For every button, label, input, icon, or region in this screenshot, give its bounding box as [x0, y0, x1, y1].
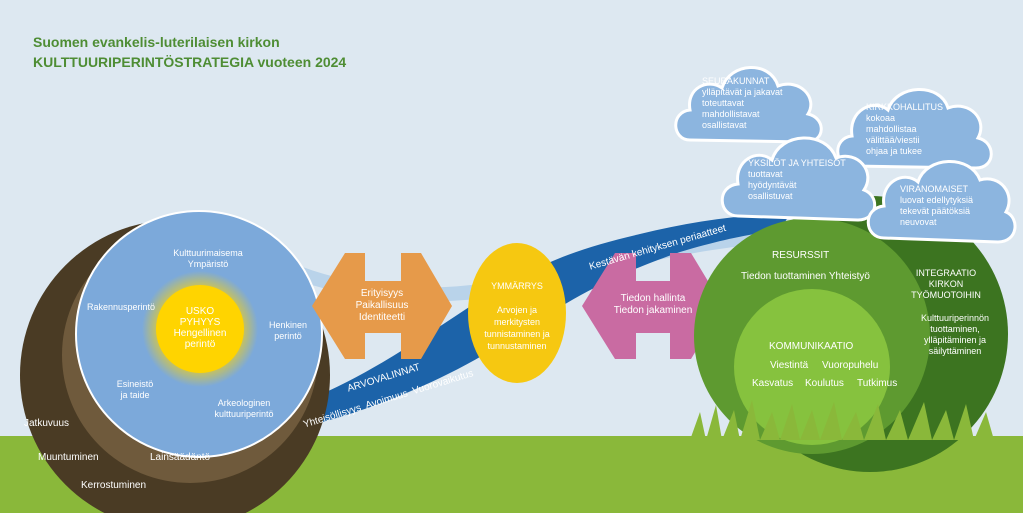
- label-lainsaadanto: Lainsäädäntö: [150, 452, 211, 463]
- resurssit-title: RESURSSIT: [772, 250, 830, 261]
- erityisyys-text: Erityisyys: [360, 288, 404, 299]
- kirkkohallitus-text: KIRKKOHALLITUS kokoaa mahdollistaa välit…: [866, 102, 943, 157]
- cloud-yksilot: [720, 136, 876, 222]
- label-henkinen-perinto: Henkinen perintö: [262, 320, 314, 342]
- cloud-seurakunnat: [674, 66, 823, 144]
- integraatio-line-1: INTEGRAATIO: [915, 268, 977, 278]
- arkeologinen-text: Arkeologinen: [217, 398, 271, 408]
- egg-line-2: merkitysten: [493, 317, 540, 327]
- green-hill-light: [734, 289, 890, 445]
- kirkkohallitus-line-1: kokoaa: [866, 113, 896, 123]
- sun-pyhyys: PYHYYS: [179, 317, 221, 328]
- henkinen-text: Henkinen: [268, 320, 308, 330]
- pink-arrow-text: Tiedon hallinta Tiedon jakaminen: [604, 293, 702, 317]
- seurakunnat-text: SEURAKUNNAT ylläpitävät ja jakavat toteu…: [702, 76, 783, 131]
- yksilot-title: YKSILÖT JA YHTEISÖT: [748, 158, 846, 168]
- label-kulttuurimaisema: Kulttuurimaisema Ympäristö: [160, 248, 256, 270]
- integraatio-line-5: tuottaminen,: [930, 324, 980, 334]
- seurakunnat-title: SEURAKUNNAT: [702, 76, 770, 86]
- integraatio-title: INTEGRAATIO KIRKON TYÖMUOTOIHIN: [906, 268, 986, 301]
- egg-line-4: tunnustaminen: [487, 341, 547, 351]
- egg-line-3: tunnistaminen ja: [484, 329, 550, 339]
- seurakunnat-line-1: ylläpitävät ja jakavat: [702, 87, 783, 97]
- kirkkohallitus-line-4: ohjaa ja tukee: [866, 146, 923, 156]
- viranomaiset-line-1: luovat edellytyksiä: [900, 195, 974, 205]
- integraatio-line-4: Kulttuuriperinnön: [920, 313, 990, 323]
- title-line-2: KULTTUURIPERINTÖSTRATEGIA vuoteen 2024: [33, 54, 347, 70]
- yksilot-line-2: hyödyntävät: [748, 180, 797, 190]
- yksilot-line-3: osallistuvat: [748, 191, 793, 201]
- label-rakennusperinto: Rakennusperintö: [87, 302, 156, 312]
- tiedon-jakaminen-text: Tiedon jakaminen: [613, 305, 693, 316]
- egg-title: YMMÄRRYS: [491, 281, 543, 291]
- kulttuuriperinto-text: kulttuuriperintö: [214, 409, 274, 419]
- label-kerrostuminen: Kerrostuminen: [81, 480, 147, 491]
- kulttuurimaisema-text: Kulttuurimaisema: [173, 248, 243, 258]
- identiteetti-text: Identiteetti: [358, 312, 406, 323]
- ymparisto-text: Ympäristö: [187, 259, 229, 269]
- integraatio-line-3: TYÖMUOTOIHIN: [911, 290, 981, 300]
- ja-taide-text: ja taide: [120, 390, 150, 400]
- seurakunnat-line-3: mahdollistavat: [702, 109, 760, 119]
- seurakunnat-line-4: osallistavat: [702, 120, 747, 130]
- esineisto-text: Esineistö: [116, 379, 154, 389]
- title-line-1: Suomen evankelis-luterilaisen kirkon: [33, 34, 280, 50]
- label-arkeologinen: Arkeologinen kulttuuriperintö: [206, 398, 282, 420]
- sun-hengellinen: Hengellinen: [173, 328, 227, 339]
- kirkkohallitus-line-3: välittää/viestii: [866, 135, 920, 145]
- understanding-egg: [468, 243, 566, 383]
- grass-tufts: [690, 400, 994, 440]
- sun-perinto: perintö: [184, 339, 216, 350]
- viranomaiset-text: VIRANOMAISET luovat edellytyksiä tekevät…: [900, 184, 973, 228]
- sun-usko: USKO: [185, 306, 215, 317]
- label-viestinta: Viestintä: [770, 360, 809, 371]
- paikallisuus-text: Paikallisuus: [355, 300, 409, 311]
- integraatio-text: Kulttuuriperinnön tuottaminen, ylläpitäm…: [912, 313, 998, 357]
- integraatio-line-2: KIRKON: [928, 279, 964, 289]
- perinto-text: perintö: [274, 331, 302, 341]
- sun-core: [156, 285, 244, 373]
- integraatio-line-6: ylläpitäminen ja: [923, 335, 987, 345]
- egg-text: YMMÄRRYS Arvojen ja merkitysten tunnista…: [476, 280, 558, 352]
- cloud-viranomaiset: [866, 160, 1017, 244]
- label-koulutus: Koulutus: [805, 378, 844, 389]
- label-jatkuvuus: Jatkuvuus: [24, 418, 70, 429]
- viranomaiset-line-3: neuvovat: [900, 217, 937, 227]
- orange-double-arrow: [312, 253, 452, 359]
- tiedon-hallinta-text: Tiedon hallinta: [620, 293, 686, 304]
- label-muuntuminen: Muuntuminen: [38, 452, 99, 463]
- orange-arrow-text: Erityisyys Paikallisuus Identiteetti: [344, 288, 420, 324]
- viranomaiset-title: VIRANOMAISET: [900, 184, 969, 194]
- label-kasvatus: Kasvatus: [752, 378, 794, 389]
- label-esineisto: Esineistö ja taide: [110, 379, 160, 401]
- resurssit-text: Tiedon tuottaminen Yhteistyö: [741, 271, 870, 282]
- yksilot-line-1: tuottavat: [748, 169, 783, 179]
- kommunikaatio-title: KOMMUNIKAATIO: [769, 341, 854, 352]
- viranomaiset-line-2: tekevät päätöksiä: [900, 206, 971, 216]
- yksilot-text: YKSILÖT JA YHTEISÖT tuottavat hyödyntävä…: [748, 158, 846, 202]
- kirkkohallitus-title: KIRKKOHALLITUS: [866, 102, 944, 112]
- integraatio-line-7: säilyttäminen: [928, 346, 982, 356]
- label-tutkimus: Tutkimus: [857, 378, 898, 389]
- sun-text: USKO PYHYYS Hengellinen perintö: [165, 306, 235, 350]
- egg-line-1: Arvojen ja: [496, 305, 538, 315]
- pink-double-arrow: [582, 253, 723, 359]
- label-vuoropuhelu: Vuoropuhelu: [822, 360, 879, 371]
- cloud-kirkkohallitus: [836, 88, 993, 170]
- kirkkohallitus-line-2: mahdollistaa: [866, 124, 917, 134]
- seurakunnat-line-2: toteuttavat: [702, 98, 745, 108]
